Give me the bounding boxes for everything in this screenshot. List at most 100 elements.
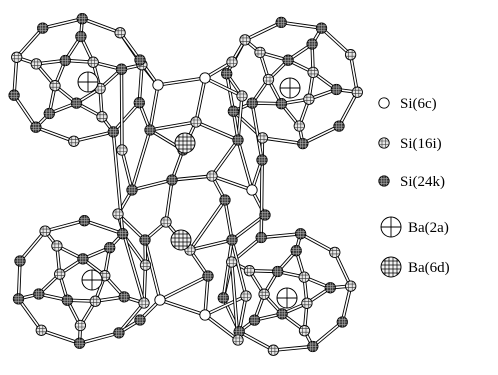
bond-inner [204, 275, 209, 316]
bond-inner [13, 56, 18, 96]
bond-inner [149, 121, 197, 131]
si6c-atom [199, 309, 211, 321]
si16i-atom [116, 144, 128, 156]
bond-inner [349, 53, 359, 93]
bond-inner [15, 27, 44, 59]
si24k-atom [275, 16, 287, 28]
bond-inner [261, 137, 304, 145]
bond-inner [120, 68, 123, 151]
bond-inner [224, 199, 233, 241]
si24k-atom [76, 13, 88, 25]
bond-inner [159, 275, 209, 301]
bond-inner [333, 251, 352, 287]
bond-inner [204, 77, 243, 97]
bond-inner [341, 285, 352, 323]
open-circle-icon [378, 97, 390, 109]
bond-inner [225, 73, 235, 113]
si16i-atom [87, 56, 99, 68]
bond-inner [204, 295, 247, 316]
bond-inner [301, 125, 340, 145]
bond-inner [237, 139, 253, 191]
bond-inner [244, 21, 283, 41]
si24k-atom [333, 120, 345, 132]
si6c-atom [154, 294, 166, 306]
si24k-atom [217, 292, 229, 304]
crossed-circle-icon [380, 216, 402, 238]
bond-inner [189, 199, 226, 251]
si16i-atom [68, 135, 80, 147]
si6c-atom [246, 184, 258, 196]
bond-inner [231, 214, 266, 241]
bond-inner [157, 77, 206, 86]
si24k-atom [166, 174, 178, 186]
bond-inner [238, 330, 275, 351]
si24k-atom [297, 138, 309, 150]
bond-inner [211, 175, 253, 191]
bond-inner [118, 302, 145, 334]
legend-label-ba6d: Ba(6d) [408, 260, 450, 276]
legend-item-ba6d: Ba(6d) [379, 255, 450, 279]
ba2a-atom [81, 269, 103, 291]
bond-inner [131, 129, 151, 191]
si24k-atom [74, 337, 86, 349]
si24k-atom [61, 294, 73, 306]
ba6d-atom [173, 131, 197, 155]
crosshatched-circle-icon [378, 137, 390, 149]
legend-label-ba2a: Ba(2a) [408, 220, 449, 236]
bond-inner [311, 321, 344, 348]
bond-inner [131, 179, 173, 191]
bond-inner [237, 95, 243, 141]
ba2a-atom [77, 71, 99, 93]
bond-inner [149, 84, 159, 131]
bond-inner [171, 175, 213, 181]
legend-item-si24k: Si(24k) [378, 174, 445, 190]
bond-inner [195, 121, 239, 141]
si24k-atom [256, 154, 268, 166]
bond-inner [204, 314, 239, 341]
legend-label-si24k: Si(24k) [400, 174, 445, 190]
si6c-atom [152, 79, 164, 91]
legend-label-si6c: Si(6c) [400, 96, 437, 112]
si24k-atom [78, 215, 90, 227]
si16i-atom [240, 290, 252, 302]
bond-inner [13, 94, 37, 129]
legend: Si(6c) Si(16i) Si(24k) Ba(2a) Ba(6d) [378, 96, 450, 279]
bond-inner [44, 219, 86, 232]
legend-item-si6c: Si(6c) [378, 96, 437, 112]
bond-inner [251, 102, 263, 161]
bond-inner [159, 299, 206, 316]
bond-inner [320, 27, 352, 56]
bond-inner [35, 126, 75, 143]
bond-inner [165, 179, 173, 223]
grid-circle-icon [379, 255, 403, 279]
bond-inner [81, 17, 121, 34]
bond-inner [260, 233, 302, 239]
bond-inner [195, 77, 206, 123]
dark-hatched-circle-icon [378, 175, 390, 187]
bond-inner [238, 295, 247, 333]
bond-inner [41, 17, 84, 29]
bond-inner [138, 64, 143, 104]
bond-inner [299, 233, 336, 254]
bond-inner [112, 101, 141, 133]
bond-inner [144, 239, 161, 301]
bond-inner [272, 345, 314, 351]
bond-inner [338, 91, 359, 127]
bond-inner [143, 264, 147, 304]
bond-inner [17, 298, 43, 332]
si6c-atom [199, 72, 211, 84]
ba2a-atom [279, 77, 301, 99]
bond-inner [40, 329, 81, 345]
legend-label-si16i: Si(16i) [400, 136, 442, 152]
bond-inner [83, 219, 124, 235]
si16i-atom [298, 271, 310, 283]
bond-inner [121, 149, 133, 191]
bond-inner [72, 131, 115, 143]
ba2a-atom [276, 287, 298, 309]
legend-item-ba2a: Ba(2a) [380, 216, 449, 238]
bond-inner [19, 230, 46, 262]
bond-inner [280, 21, 323, 29]
si16i-atom [345, 280, 357, 292]
bond-inner [78, 332, 120, 345]
